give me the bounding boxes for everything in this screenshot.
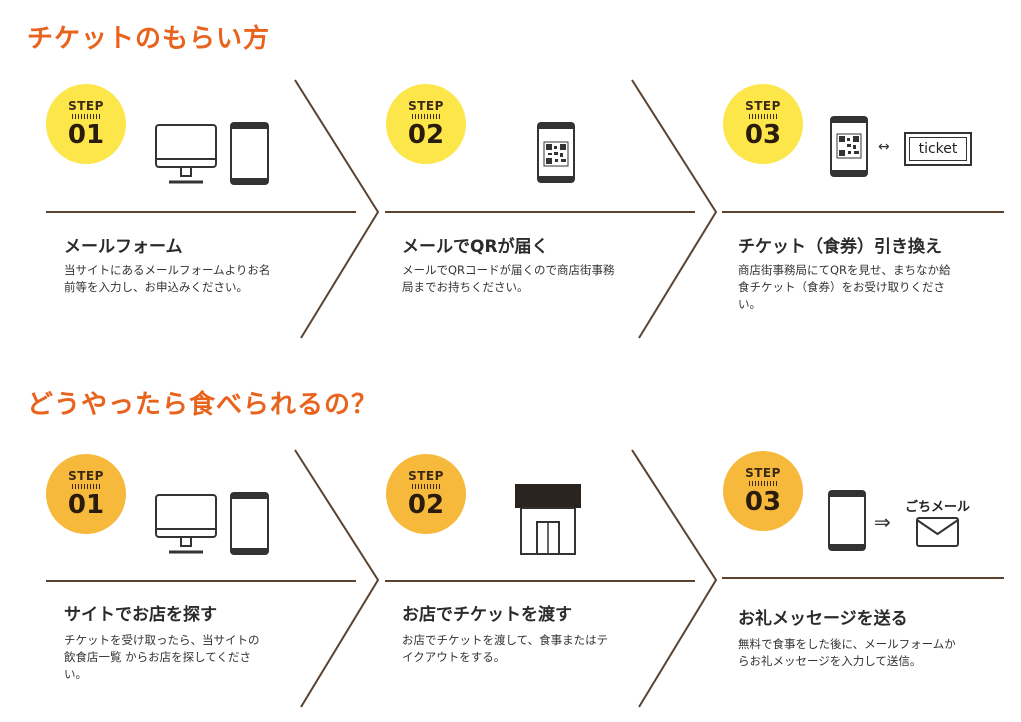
send-arrow-icon: ⇒ [874, 510, 891, 534]
ticket-icon: ticket [904, 132, 972, 166]
section-title-how-to-eat: どうやったら食べられるの？ [27, 390, 379, 420]
step-number: 01 [67, 120, 105, 150]
section-title-get-ticket: チケットのもらい方 [27, 24, 271, 54]
divider [46, 211, 356, 213]
step-title: メールでQRが届く [402, 237, 549, 257]
divider [722, 577, 1004, 579]
phone-qr-icon [537, 122, 575, 183]
step-badge-02: STEP 02 [386, 454, 466, 534]
step-word: STEP [408, 99, 444, 113]
ticket-label: ticket [909, 137, 967, 161]
step-word: STEP [745, 466, 781, 480]
monitor-icon [155, 494, 217, 554]
step-ticks [749, 481, 777, 486]
step-description: チケットを受け取ったら、当サイトの 飲食店一覧 からお店を探してください。 [64, 633, 260, 681]
step-title: お礼メッセージを送る [738, 609, 908, 629]
step-word: STEP [408, 469, 444, 483]
divider [385, 211, 695, 213]
divider [385, 580, 695, 582]
step-ticks [72, 484, 100, 489]
step-number: 03 [744, 120, 782, 150]
envelope-icon [916, 517, 959, 547]
step-ticks [749, 114, 777, 119]
step-title: チケット（食券）引き換え [738, 237, 942, 257]
mail-label: ごちメール [905, 500, 971, 515]
phone-qr-icon [830, 116, 868, 177]
step-badge-03: STEP 03 [723, 84, 803, 164]
step-description: 無料で食事をした後に、メールフォームからお礼メッセージを入力して送信。 [738, 637, 956, 668]
divider [46, 580, 356, 582]
step-ticks [412, 114, 440, 119]
exchange-arrow-icon: ↔ [878, 139, 890, 155]
step-number: 03 [744, 487, 782, 517]
step-ticks [412, 484, 440, 489]
step-number: 01 [67, 490, 105, 520]
tablet-icon [230, 492, 269, 555]
step-badge-03: STEP 03 [723, 451, 803, 531]
step-description: メールでQRコードが届くので商店街事務局までお持ちください。 [402, 263, 615, 294]
step-description: 当サイトにあるメールフォームよりお名前等を入力し、お申込みください。 [64, 263, 271, 294]
step-description: お店でチケットを渡して、食事またはテイクアウトをする。 [402, 633, 609, 664]
store-icon [515, 484, 581, 555]
step-word: STEP [68, 99, 104, 113]
tablet-icon [230, 122, 269, 185]
divider [722, 211, 1004, 213]
step-title: メールフォーム [64, 237, 183, 257]
step-ticks [72, 114, 100, 119]
step-number: 02 [407, 120, 445, 150]
phone-icon [828, 490, 866, 551]
step-title: サイトでお店を探す [64, 605, 217, 625]
step-badge-01: STEP 01 [46, 454, 126, 534]
step-badge-01: STEP 01 [46, 84, 126, 164]
monitor-icon [155, 124, 217, 184]
step-badge-02: STEP 02 [386, 84, 466, 164]
step-number: 02 [407, 490, 445, 520]
step-word: STEP [745, 99, 781, 113]
step-word: STEP [68, 469, 104, 483]
step-description: 商店街事務局にてQRを見せ、まちなか給食チケット（食券）をお受け取りください。 [738, 263, 951, 311]
step-title: お店でチケットを渡す [402, 605, 572, 625]
